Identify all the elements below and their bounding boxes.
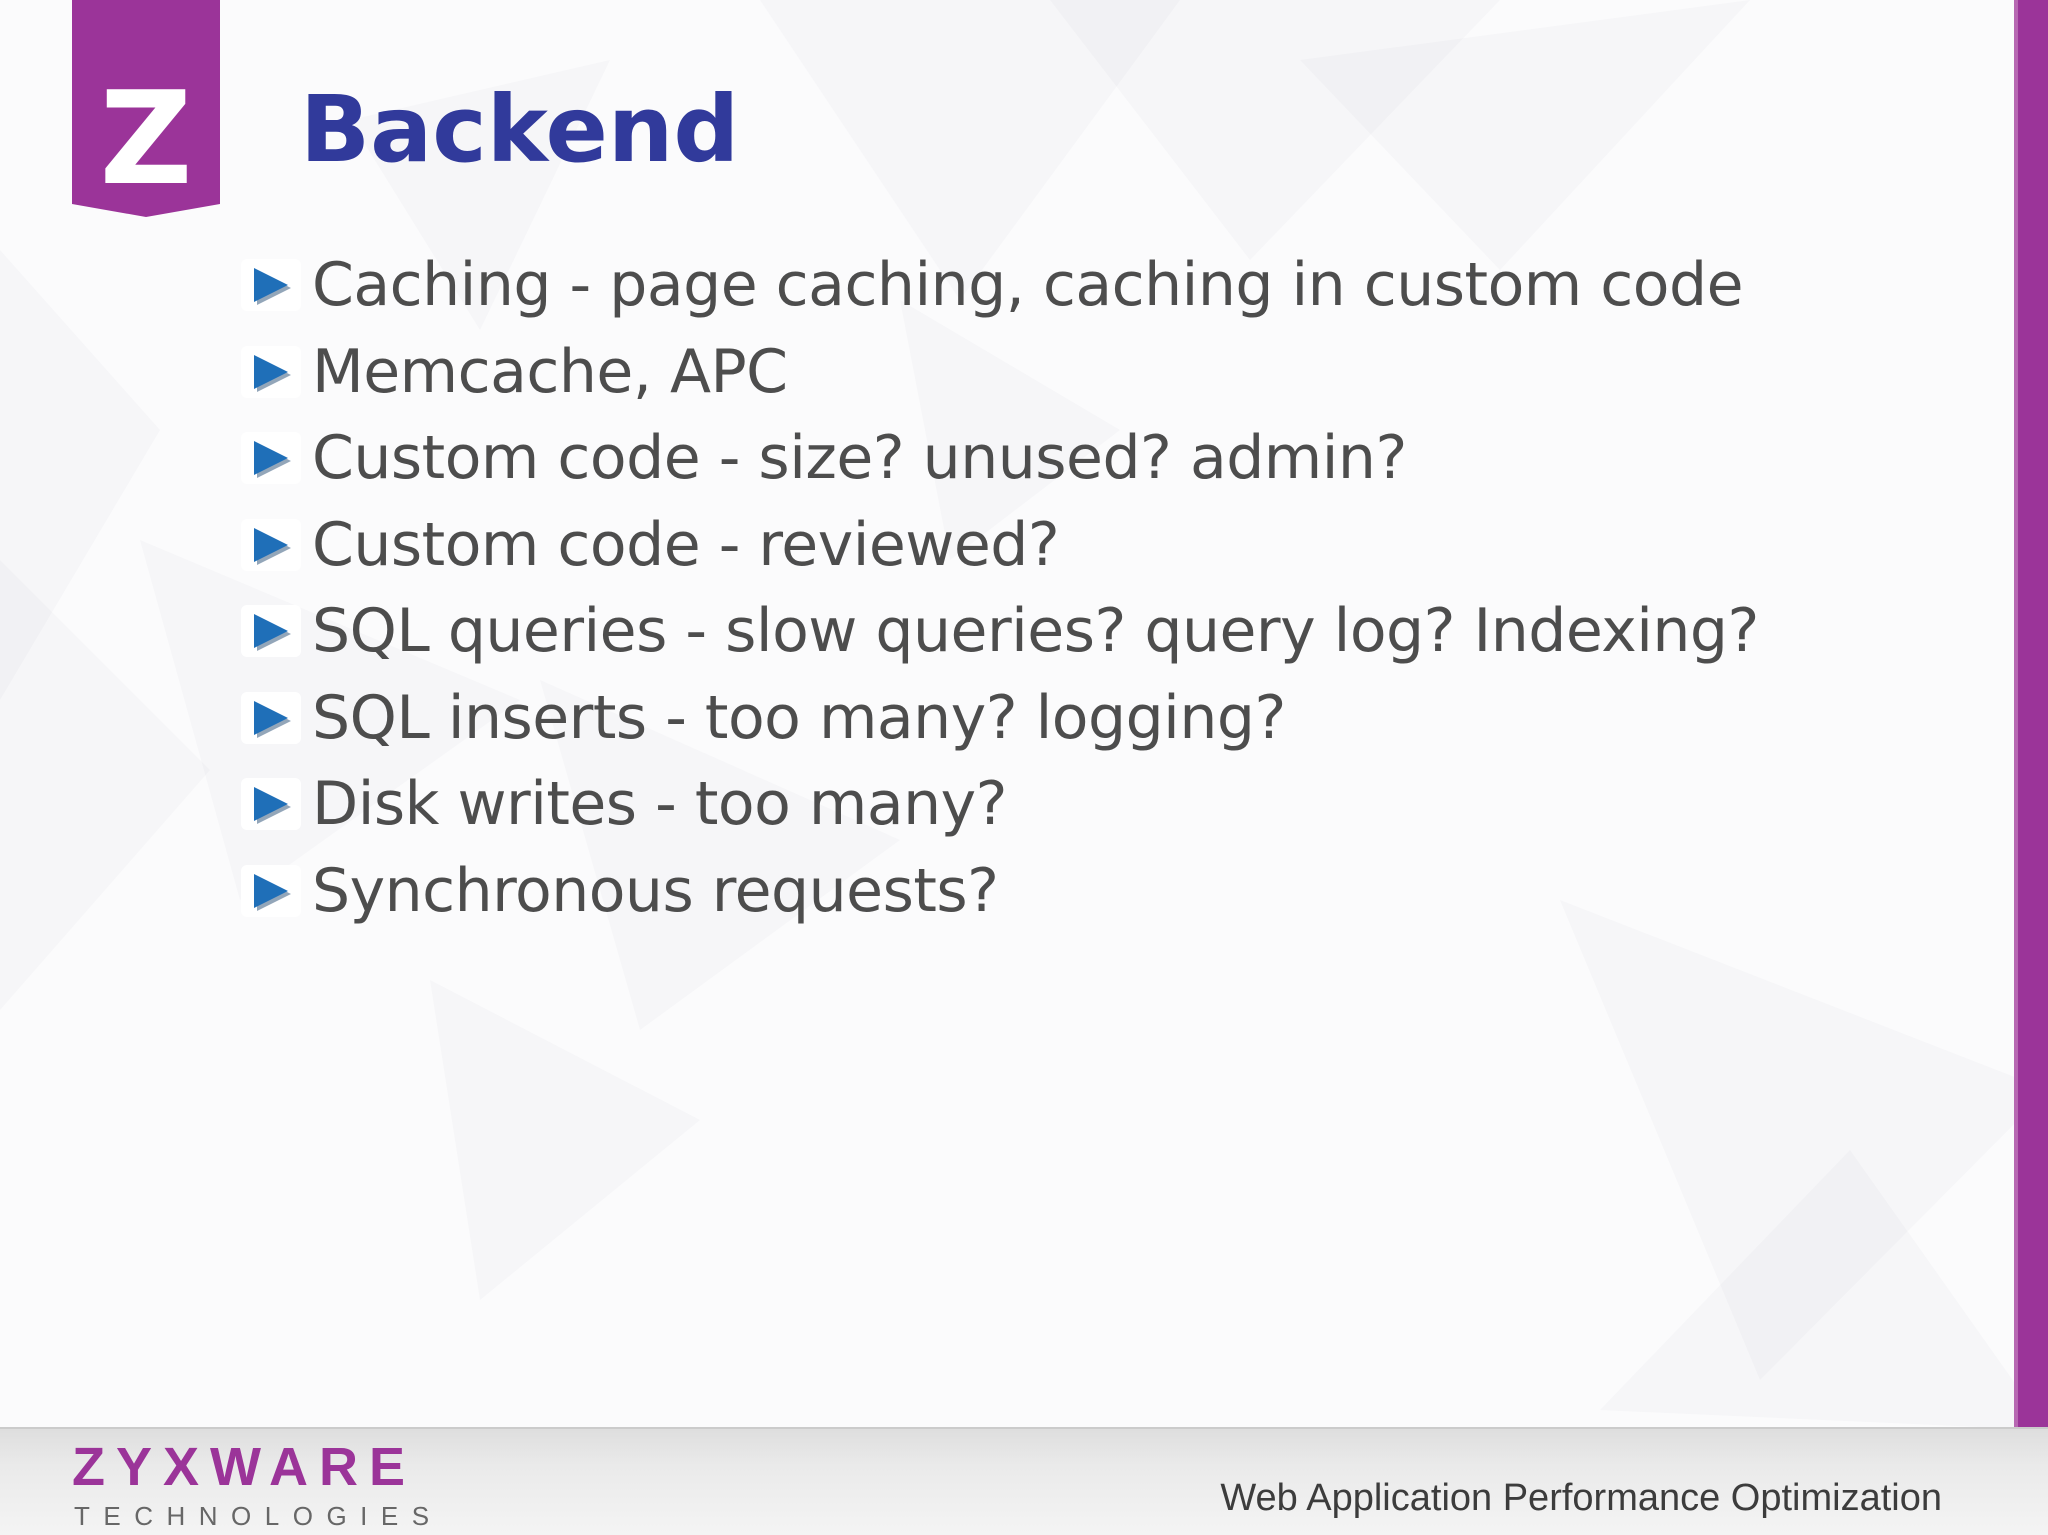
bullet-chip	[241, 345, 301, 398]
brand-ribbon-letter: Z	[99, 64, 193, 214]
bullet-chip	[241, 691, 301, 744]
bullet-item: Synchronous requests?	[0, 848, 1900, 935]
bullet-triangle-icon	[254, 268, 288, 303]
bullet-chip	[241, 518, 301, 571]
bullet-item: Memcache, APC	[0, 329, 1900, 416]
bullet-item: SQL queries - slow queries? query log? I…	[0, 588, 1900, 675]
bullet-chip	[241, 259, 301, 312]
bullet-text: SQL queries - slow queries? query log? I…	[312, 596, 1759, 667]
bullet-text: Disk writes - too many?	[312, 769, 1007, 840]
bullet-item: Disk writes - too many?	[0, 761, 1900, 848]
bullet-text: Custom code - reviewed?	[312, 509, 1060, 580]
bullet-triangle-icon	[254, 787, 288, 822]
right-accent-bar	[2014, 0, 2048, 1535]
brand-logo-subtitle: TECHNOLOGIES	[74, 1501, 443, 1531]
bullet-list: Caching - page caching, caching in custo…	[0, 242, 1900, 934]
bullet-item: SQL inserts - too many? logging?	[0, 675, 1900, 762]
bullet-triangle-icon	[254, 354, 288, 389]
slide-title: Backend	[300, 76, 740, 183]
bullet-chip	[241, 605, 301, 658]
bullet-chip	[241, 432, 301, 485]
footer-band: ZYXWARE TECHNOLOGIES Web Application Per…	[0, 1427, 2048, 1535]
bullet-triangle-icon	[254, 441, 288, 476]
brand-ribbon: Z	[72, 0, 220, 217]
bullet-text: Memcache, APC	[312, 336, 788, 407]
brand-logo-name: ZYXWARE	[72, 1437, 417, 1497]
deck-title: Web Application Performance Optimization	[1220, 1477, 1942, 1520]
bullet-triangle-icon	[254, 873, 288, 908]
bullet-text: Custom code - size? unused? admin?	[312, 423, 1407, 494]
bullet-chip	[241, 864, 301, 917]
bullet-text: SQL inserts - too many? logging?	[312, 682, 1286, 753]
bullet-chip	[241, 778, 301, 831]
bullet-text: Synchronous requests?	[312, 855, 999, 926]
brand-logo: ZYXWARE TECHNOLOGIES	[72, 1440, 443, 1529]
bullet-text: Caching - page caching, caching in custo…	[312, 250, 1744, 321]
bullet-triangle-icon	[254, 614, 288, 649]
bullet-item: Custom code - size? unused? admin?	[0, 415, 1900, 502]
bullet-triangle-icon	[254, 700, 288, 735]
bullet-triangle-icon	[254, 527, 288, 562]
bullet-item: Caching - page caching, caching in custo…	[0, 242, 1900, 329]
bullet-item: Custom code - reviewed?	[0, 502, 1900, 589]
